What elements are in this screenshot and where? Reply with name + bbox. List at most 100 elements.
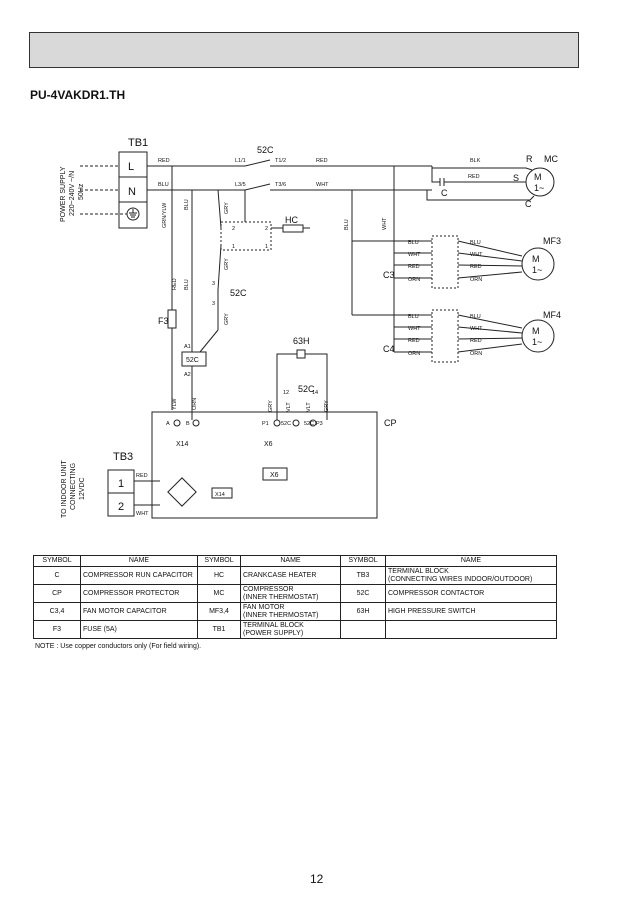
legend-cell: TB1 [197,620,241,639]
legend-cell [385,620,557,639]
svg-text:RED: RED [470,264,482,270]
svg-text:1~: 1~ [534,183,544,193]
tb1-n: N [128,186,136,198]
svg-text:BLU: BLU [184,199,190,210]
svg-text:RED: RED [172,278,178,290]
svg-text:T3/6: T3/6 [275,182,286,188]
svg-text:BLU: BLU [470,314,481,320]
svg-text:C: C [441,188,448,198]
svg-text:F3: F3 [158,316,169,326]
mc-label: MC [544,154,558,164]
legend-cell: HIGH PRESSURE SWITCH [385,602,557,621]
svg-text:50Hz: 50Hz [78,183,85,200]
fuse-f3-icon [167,309,177,329]
svg-text:T1/2: T1/2 [275,158,286,164]
page-number: 12 [310,872,324,886]
svg-text:BLU: BLU [408,240,419,246]
tb3-label: TB3 [113,451,133,463]
svg-text:3: 3 [212,301,215,307]
model-title: PU-4VAKDR1.TH [30,88,126,102]
legend-cell: HC [197,566,241,585]
svg-text:VLT: VLT [286,402,292,412]
svg-text:1: 1 [118,478,124,490]
mf4-label: MF4 [543,310,561,320]
svg-text:BLU: BLU [158,182,169,188]
svg-text:2: 2 [265,226,268,232]
svg-text:52C: 52C [281,421,291,427]
svg-text:TO INDOOR UNIT: TO INDOOR UNIT [61,459,68,518]
svg-text:X6: X6 [270,472,279,479]
svg-text:X6: X6 [264,441,273,448]
mf3-label: MF3 [543,236,561,246]
legend-cell: FUSE (5A) [80,620,198,639]
svg-text:BLK: BLK [470,158,481,164]
svg-text:52C: 52C [304,421,314,427]
legend-cell: TERMINAL BLOCK(POWER SUPPLY) [240,620,341,639]
svg-text:POWER SUPPLY: POWER SUPPLY [60,166,67,222]
svg-text:GRY: GRY [268,400,274,412]
svg-text:R: R [526,154,533,164]
svg-text:BLU: BLU [470,240,481,246]
svg-text:ORN: ORN [408,277,420,283]
svg-text:L1/1: L1/1 [235,158,246,164]
svg-text:ORN: ORN [470,277,482,283]
svg-text:1~: 1~ [532,337,542,347]
cp-label: CP [384,418,397,428]
fan-motor-mf3-icon [521,247,555,281]
svg-text:RED: RED [408,264,420,270]
svg-text:WHT: WHT [316,182,329,188]
legend-cell: F3 [33,620,81,639]
svg-text:1: 1 [232,244,235,250]
legend-cell: FAN MOTOR(INNER THERMOSTAT) [240,602,341,621]
svg-text:GRY: GRY [224,202,230,214]
svg-text:ORN: ORN [408,351,420,357]
legend-cell: COMPRESSOR PROTECTOR [80,584,198,603]
legend-cell: MF3,4 [197,602,241,621]
legend-cell: CRANKCASE HEATER [240,566,341,585]
svg-text:1~: 1~ [532,265,542,275]
svg-text:52C: 52C [230,288,247,298]
crankcase-heater-label: HC [285,215,298,225]
legend-cell: C [33,566,81,585]
svg-text:P1: P1 [262,421,269,427]
contactor-52c-label: 52C [257,145,274,155]
svg-text:12VDC: 12VDC [79,477,86,500]
svg-text:VLT: VLT [306,402,312,412]
svg-text:P3: P3 [316,421,323,427]
svg-text:ORN: ORN [470,351,482,357]
svg-text:B: B [186,421,190,427]
svg-text:BLU: BLU [184,279,190,290]
tb1-label: TB1 [128,137,148,149]
svg-text:A1: A1 [184,344,191,350]
svg-text:X14: X14 [176,441,189,448]
legend-cell: 63H [340,602,386,621]
note: NOTE : Use copper conductors only (For f… [35,643,202,650]
svg-text:L3/5: L3/5 [235,182,246,188]
svg-text:1: 1 [265,244,268,250]
svg-text:WHT: WHT [408,326,421,332]
svg-text:YLW: YLW [172,398,178,410]
legend-cell: MC [197,584,241,603]
svg-text:M: M [532,326,540,336]
svg-text:CONNECTING: CONNECTING [70,463,77,510]
indoor-unit-label: TO INDOOR UNIT CONNECTING 12VDC [61,459,86,518]
svg-text:BLU: BLU [408,314,419,320]
bridge-rectifier-icon [167,477,197,507]
svg-text:RED: RED [408,338,420,344]
svg-text:RED: RED [136,473,148,479]
svg-text:X14: X14 [215,492,225,498]
svg-text:ORN: ORN [192,398,198,410]
svg-text:C: C [525,199,532,209]
pressure-switch-icon [296,349,306,359]
svg-text:12: 12 [283,390,289,396]
svg-text:RED: RED [316,158,328,164]
header-bar [29,32,579,68]
legend-cell: COMPRESSOR CONTACTOR [385,584,557,603]
heater-icon [282,224,304,233]
svg-text:GRN/YLW: GRN/YLW [162,202,168,228]
svg-text:A: A [166,421,170,427]
hp-switch-label: 63H [293,336,310,346]
